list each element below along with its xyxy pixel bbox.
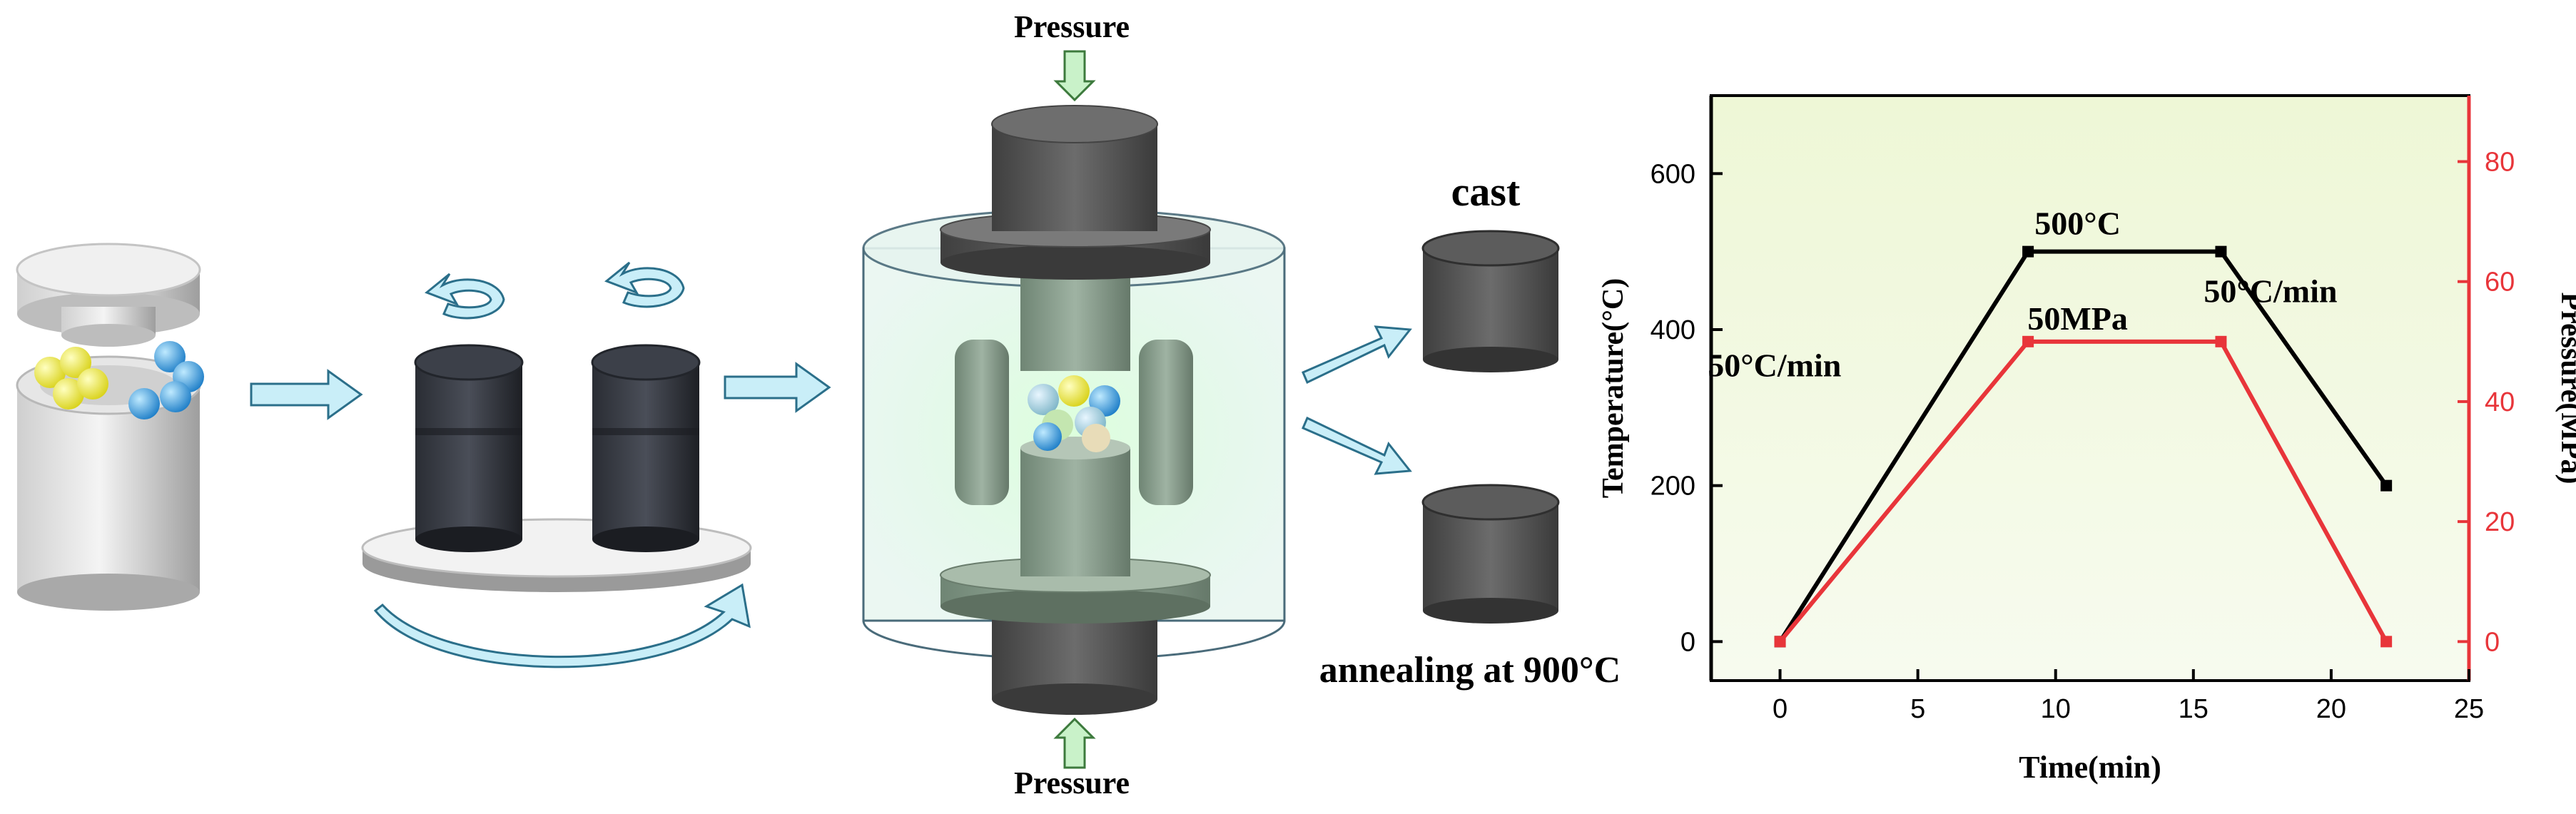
y-left-tick-label: 0 [1680, 627, 1695, 657]
chart-annotation: 50MPa [2027, 300, 2128, 337]
y-right-tick-label: 80 [2485, 148, 2515, 178]
series-point-temperature [2215, 245, 2227, 258]
series-point-temperature [2380, 479, 2393, 492]
branch-arrow-cast [1302, 325, 1412, 385]
series-point-pressure [2215, 335, 2227, 347]
powder-balls [1028, 375, 1120, 452]
cast-sample [1421, 230, 1560, 372]
annealed-sample [1421, 484, 1560, 624]
cast-label: cast [1451, 168, 1521, 215]
pressure-label-top: Pressure [1014, 9, 1130, 44]
top-punch [940, 105, 1211, 371]
bottom-punch [940, 437, 1211, 715]
rotation-arrow-icon [373, 261, 751, 668]
branch-arrow-anneal [1302, 416, 1412, 475]
container-lid [16, 243, 201, 347]
x-tick-label: 15 [2179, 694, 2209, 724]
temperature-pressure-chart: 0 5 10 15 20 25 0 200 400 600 0 20 40 60 80 50°C/min 50… [1597, 94, 2576, 785]
x-tick-label: 10 [2041, 694, 2071, 724]
pressure-arrow-bottom [1053, 717, 1096, 769]
chart-annotation: 50°C/min [2204, 273, 2337, 310]
series-point-pressure [2022, 335, 2034, 347]
y-right-tick-label: 40 [2485, 387, 2515, 417]
series-point-pressure [2380, 636, 2393, 648]
x-tick-label: 20 [2316, 694, 2346, 724]
y-left-tick-label: 200 [1650, 472, 1695, 502]
x-axis-title: Time(min) [2019, 750, 2161, 785]
y-axis-title-right: Pressure(MPa) [2555, 292, 2576, 484]
y-right-tick-label: 20 [2485, 507, 2515, 537]
powder-balls [34, 341, 204, 419]
pressure-label-bottom: Pressure [1014, 765, 1130, 800]
x-tick-label: 0 [1773, 694, 1788, 724]
ball-mill [361, 261, 752, 668]
y-left-tick-label: 600 [1650, 159, 1695, 189]
die-left [955, 340, 1009, 505]
annealing-label: annealing at 900°C [1319, 650, 1621, 691]
die-right [1139, 340, 1193, 505]
hot-press: Pressure Pressure [862, 9, 1286, 800]
x-tick-label: 25 [2454, 694, 2484, 724]
flow-arrow-2 [724, 362, 831, 413]
plot-area [1710, 94, 2470, 682]
pressure-arrow-top [1053, 50, 1096, 102]
series-point-pressure [1774, 636, 1786, 648]
y-right-tick-label: 0 [2485, 627, 2500, 657]
x-tick-label: 5 [1910, 694, 1925, 724]
y-axis-title-left: Temperature(°C) [1597, 278, 1630, 498]
series-line-pressure [1778, 339, 2388, 643]
chart-annotation: 50°C/min [1708, 347, 1841, 384]
milling-jar-right [591, 344, 701, 552]
powder-container [16, 243, 204, 611]
series-line-temperature [1778, 249, 2388, 643]
series-point-temperature [2022, 245, 2034, 258]
milling-jar-left [414, 344, 524, 552]
y-left-tick-label: 400 [1650, 315, 1695, 345]
y-right-tick-label: 60 [2485, 268, 2515, 297]
chart-annotation: 500°C [2034, 205, 2121, 242]
flow-arrow-1 [250, 369, 363, 420]
